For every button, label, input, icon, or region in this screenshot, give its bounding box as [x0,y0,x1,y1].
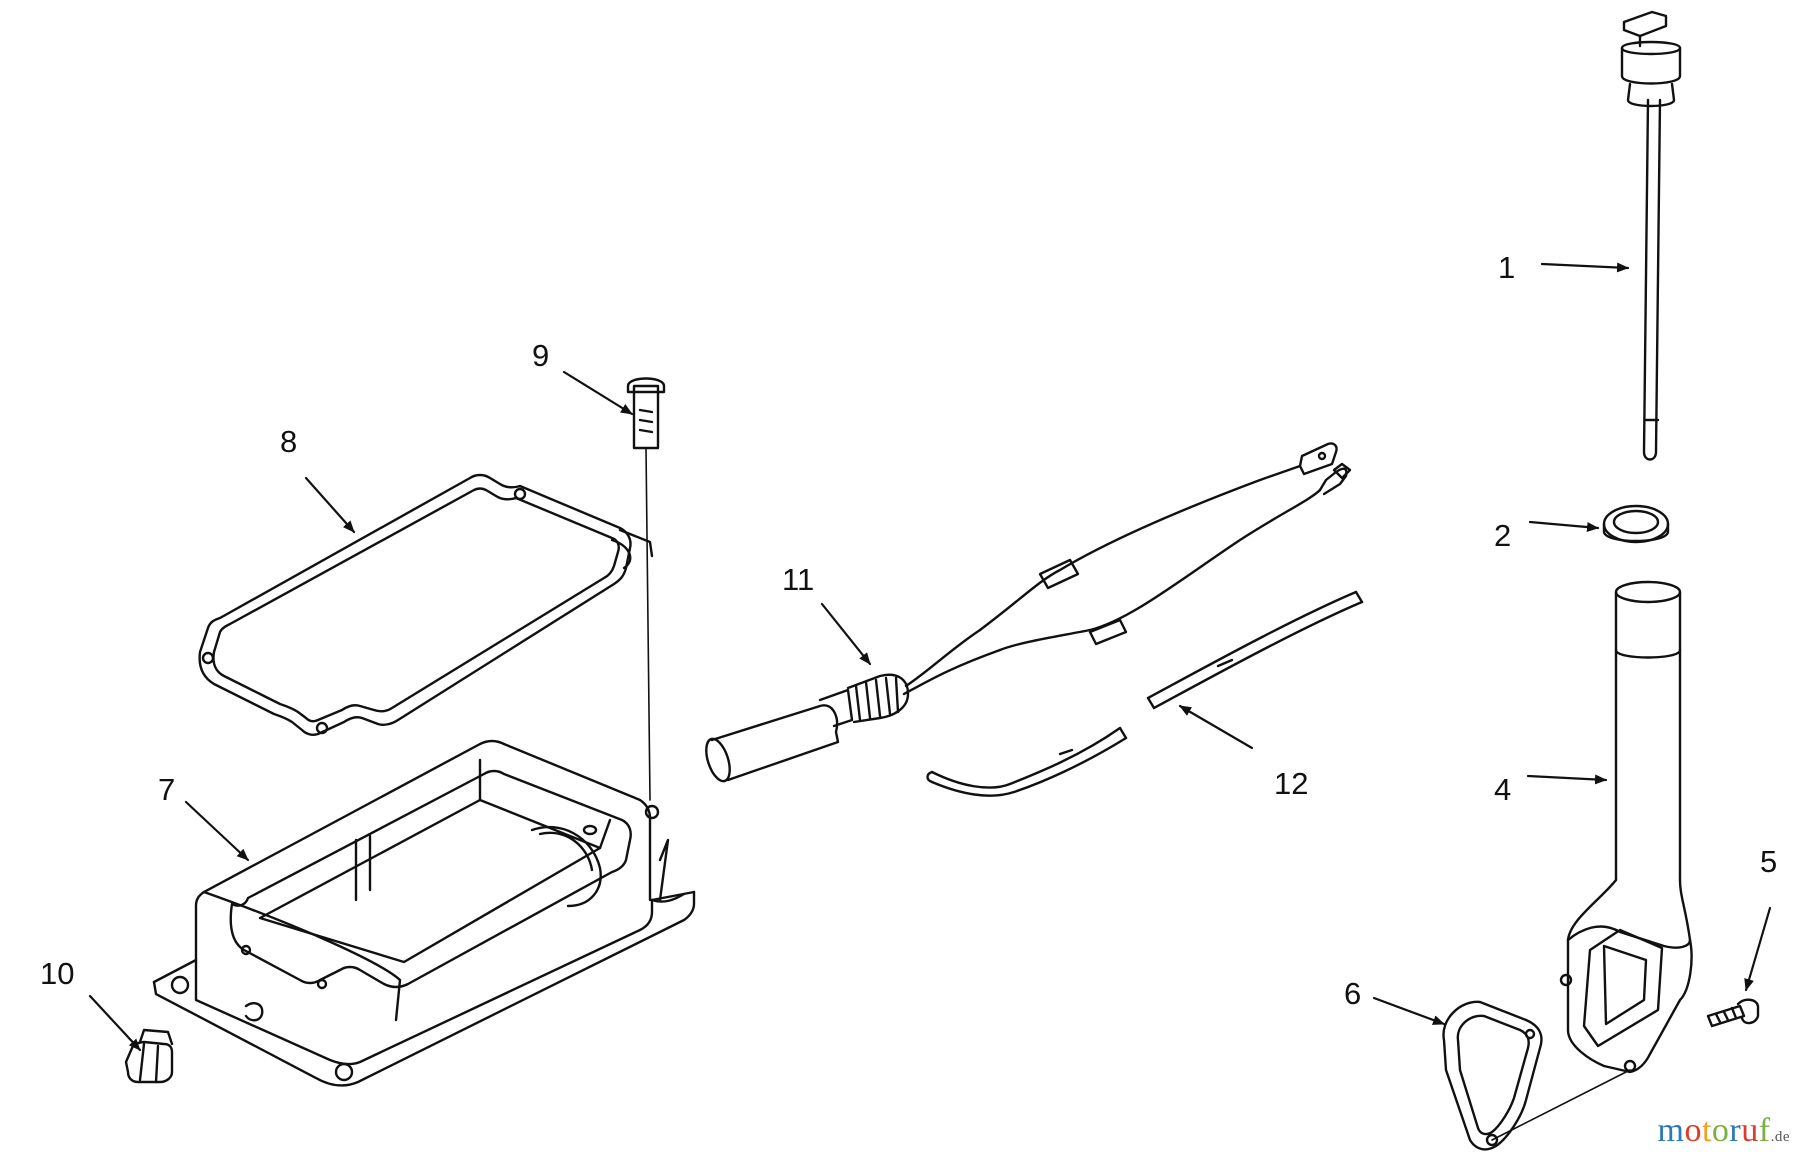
dipstick-part-1 [1620,10,1682,461]
dipstick-tube-part-4 [1559,580,1693,1074]
drain-plug-part-10 [124,1028,174,1084]
leader-arrow-4 [1526,774,1608,785]
leader-arrow-1 [1540,262,1630,273]
watermark-letter: o [1684,1112,1702,1149]
callout-11: 11 [782,562,815,597]
callout-1: 1 [1498,250,1516,285]
leader-arrow-2 [1528,520,1600,533]
watermark-letter: u [1741,1112,1759,1149]
screw-part-9 [626,377,666,801]
leader-arrow-11 [820,602,872,666]
gasket-part-8 [198,473,654,736]
callout-7: 7 [158,772,176,807]
callout-9: 9 [532,338,550,373]
leader-arrows [88,262,1772,1052]
leader-arrow-6 [1372,996,1446,1026]
leader-arrow-10 [88,994,142,1052]
callout-6: 6 [1344,976,1362,1011]
callout-2: 2 [1494,518,1512,553]
leader-arrow-12 [1178,704,1254,750]
watermark-letter: m [1657,1112,1685,1149]
leader-arrow-5 [1744,906,1772,992]
callout-8: 8 [280,424,298,459]
callout-5: 5 [1760,844,1778,879]
leader-arrow-9 [562,370,634,416]
hose-part-12 [926,590,1364,797]
watermark-tld: .de [1770,1129,1790,1145]
leader-arrow-7 [184,800,250,862]
watermark-letter: f [1758,1112,1771,1149]
watermark-letter: r [1729,1112,1742,1149]
seal-ring-part-2 [1602,504,1670,544]
leader-arrow-8 [304,476,356,534]
callout-4: 4 [1494,772,1512,807]
sensor-harness-part-11 [705,442,1352,783]
watermark-letter: o [1711,1112,1730,1149]
watermark-letter: t [1701,1112,1712,1149]
bolt-part-5 [1706,998,1760,1028]
callout-12: 12 [1274,766,1309,801]
tube-gasket-part-6 [1442,1000,1631,1151]
callout-10: 10 [40,956,75,991]
motoruf-watermark-logo: motoruf.de [1658,1112,1790,1150]
oil-pan-part-7 [152,739,696,1087]
